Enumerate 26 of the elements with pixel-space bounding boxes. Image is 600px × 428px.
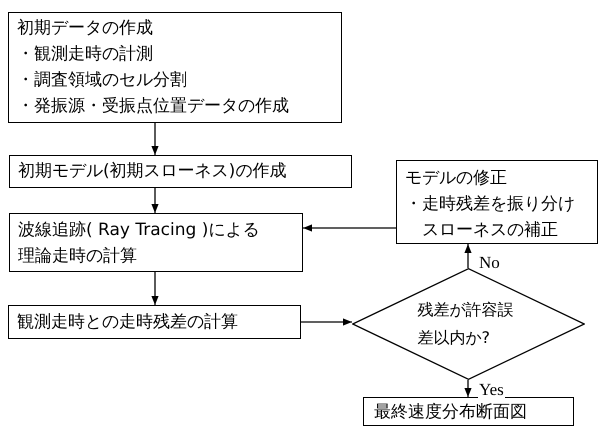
process-box: [396, 160, 598, 244]
arrow: [464, 244, 472, 268]
arrow: [151, 188, 159, 213]
box-text: ・走時残差を振り分けスローネスの補正: [405, 193, 576, 242]
process-box: [363, 397, 574, 426]
box-heading: 初期データの作成: [17, 17, 154, 40]
process-box: [9, 213, 303, 272]
box-text: 残差が許容誤差以内か?: [418, 299, 514, 349]
edge-label: Yes: [478, 381, 505, 399]
box-text: 波線追跡( Ray Tracing )による理論走時の計算: [18, 219, 260, 268]
arrow: [151, 272, 159, 305]
box-text: ・観測走時の計測: [17, 43, 154, 66]
arrow: [303, 224, 396, 232]
arrow: [464, 380, 472, 397]
box-text: 最終速度分布断面図: [374, 401, 528, 424]
process-box: [8, 305, 301, 339]
arrow: [151, 123, 159, 155]
process-box: [8, 12, 342, 123]
box-text: 初期モデル(初期スローネス)の作成: [18, 160, 288, 183]
box-text: ・調査領域のセル分割: [17, 69, 188, 92]
decision-diamond: [352, 268, 585, 380]
arrow: [301, 318, 352, 326]
box-heading: モデルの修正: [405, 167, 508, 190]
box-text: ・発振源・受振点位置データの作成: [17, 95, 290, 118]
box-text: 観測走時との走時残差の計算: [17, 311, 239, 334]
process-box: [9, 155, 352, 188]
